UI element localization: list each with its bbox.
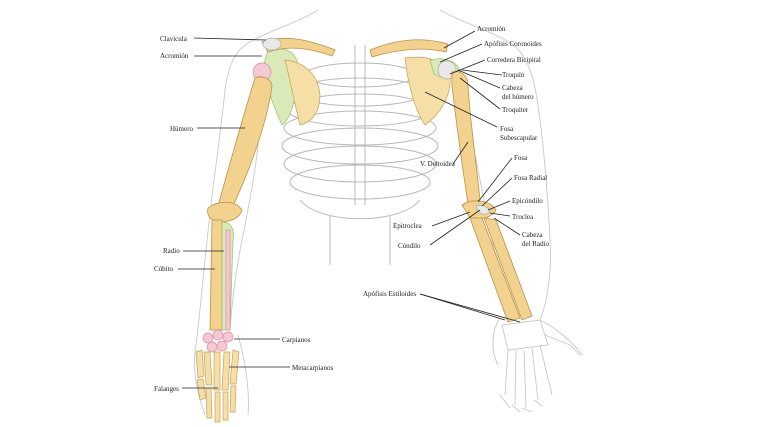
left-hand — [195, 329, 240, 423]
left-forearm — [209, 219, 234, 331]
label-metacarpianos: Metacarpianos — [292, 364, 333, 372]
label-fosa-radial: Fosa Radial — [514, 174, 547, 182]
label-acromion-right: Acromión — [477, 25, 506, 33]
right-shoulder — [369, 39, 461, 126]
label-troclea: Troclea — [512, 213, 534, 221]
label-epicondilo: Epicóndilo — [512, 197, 543, 205]
right-forearm — [469, 217, 533, 323]
label-fosa-subescapular-2: Subescapular — [500, 134, 538, 142]
left-shoulder — [261, 37, 336, 126]
label-radio: Radio — [163, 247, 180, 255]
labels: Clavicula Acromión Húmero Radio Cúbito C… — [154, 25, 550, 393]
right-hand — [499, 319, 581, 413]
label-cabeza-radio-1: Cabeza — [522, 231, 543, 239]
label-cabeza-radio-2: del Radio — [522, 240, 550, 248]
left-humerus — [207, 62, 273, 223]
label-epitroclea: Epitroclea — [393, 222, 423, 230]
body-outline — [194, 9, 583, 416]
label-clavicula: Clavicula — [160, 35, 188, 43]
label-carpianos: Carpianos — [282, 336, 311, 344]
leader-lines — [178, 30, 521, 389]
label-cubito: Cúbito — [154, 265, 174, 273]
label-apofisis-coronoides: Apófisis Coronoides — [484, 40, 542, 48]
label-troquiter: Troquiter — [502, 106, 529, 114]
label-v-deltoidea: V. Deltoidea — [420, 160, 456, 168]
label-condilo: Cóndilo — [398, 242, 421, 250]
label-fosa-subescapular-1: Fosa — [500, 125, 514, 133]
label-cabeza-humero-2: del húmero — [502, 93, 534, 101]
label-falanges: Falanges — [154, 385, 179, 393]
label-apofisis-estiloides: Apófisis Estiloides — [363, 290, 416, 298]
label-humero: Húmero — [170, 125, 193, 133]
label-troquin: Troquín — [502, 71, 525, 79]
label-cabeza-humero-1: Cabeza — [502, 84, 523, 92]
label-corredera-bicipital: Corredera Bicipital — [487, 56, 541, 64]
right-humerus — [451, 71, 497, 220]
label-acromion-left: Acromión — [160, 52, 189, 60]
label-fosa: Fosa — [514, 154, 528, 162]
